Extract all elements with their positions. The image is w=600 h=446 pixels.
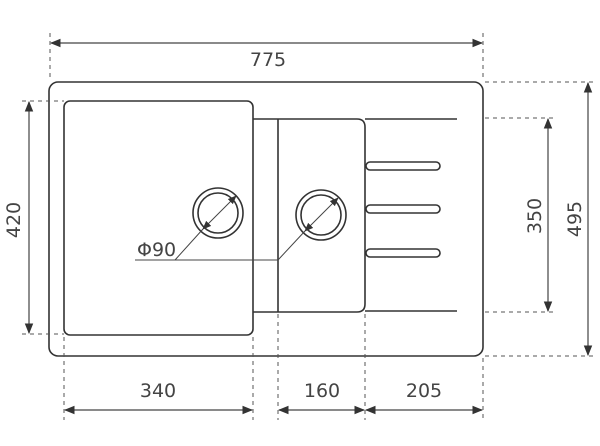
diameter-leader [135, 228, 306, 261]
drainer [365, 118, 457, 312]
main-bowl-depth-label: 420 [3, 202, 25, 238]
drainer-width-label: 205 [406, 380, 442, 402]
drainer-slot [365, 204, 441, 214]
drainer-slot [365, 161, 441, 171]
main-bowl-width-label: 340 [140, 380, 176, 402]
overall-depth-label: 495 [564, 201, 586, 237]
drain-diameter-label: Φ90 [137, 239, 176, 261]
overall-width-label: 775 [250, 49, 286, 71]
main-bowl [63, 100, 254, 336]
small-bowl-depth-label: 350 [524, 198, 546, 234]
small-bowl-width-label: 160 [304, 380, 340, 402]
small-drain [295, 189, 347, 241]
small-bowl [253, 118, 366, 313]
main-drain [192, 187, 244, 239]
sink-outline [48, 81, 484, 357]
drainer-slot [365, 248, 441, 258]
